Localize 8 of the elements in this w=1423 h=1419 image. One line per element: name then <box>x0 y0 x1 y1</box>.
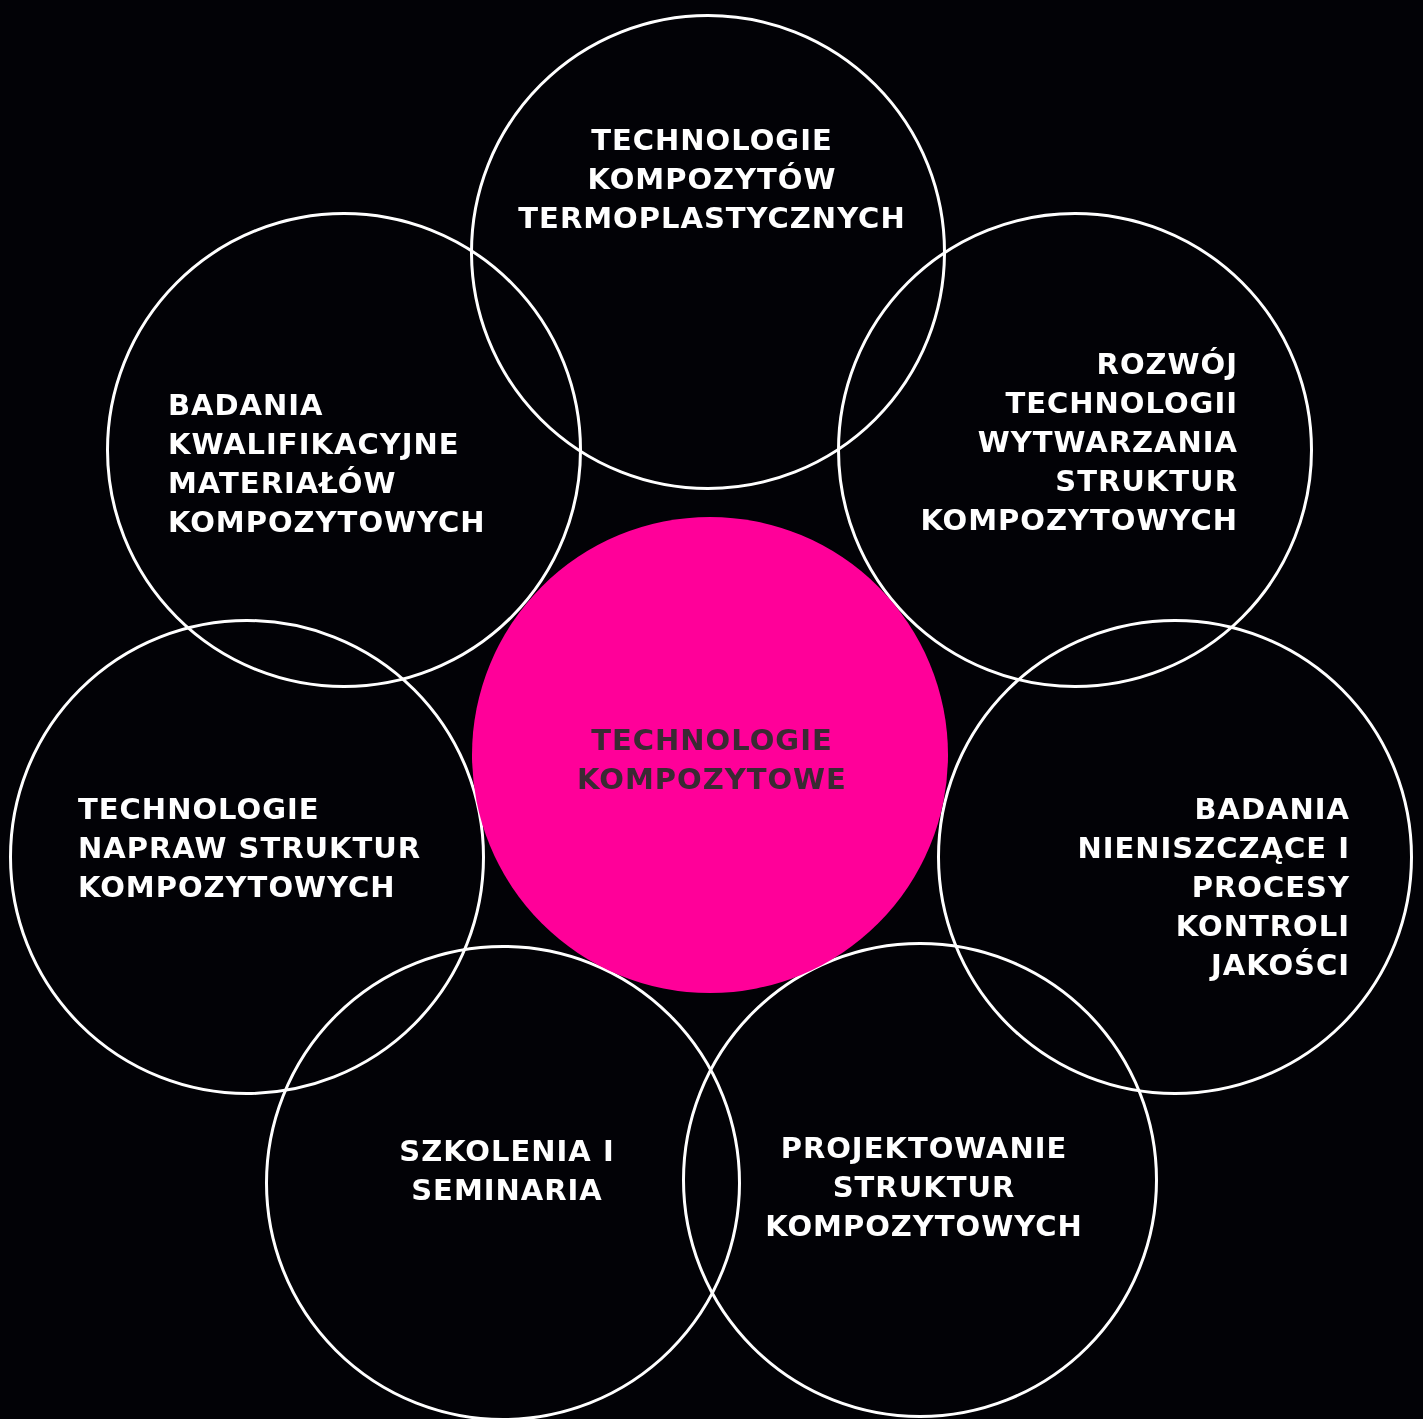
circle-label: PROJEKTOWANIE STRUKTUR KOMPOZYTOWYCH <box>764 1130 1084 1245</box>
circle-label: BADANIA NIENISZCZĄCE I PROCESY KONTROLI JAKOŚCI <box>1076 791 1350 984</box>
circle-label: TECHNOLOGIE KOMPOZYTÓW TERMOPLASTYCZNYCH <box>517 122 907 237</box>
circle-label: TECHNOLOGIE KOMPOZYTOWE <box>576 722 848 798</box>
circle-label: ROZWÓJ TECHNOLOGII WYTWARZANIA STRUKTUR KOMPOZYTOWYCH <box>919 346 1238 539</box>
circle-label: SZKOLENIA I SEMINARIA <box>398 1133 616 1209</box>
circle-label: TECHNOLOGIE NAPRAW STRUKTUR KOMPOZYTOWYCH <box>78 791 423 906</box>
circle-label: BADANIA KWALIFIKACYJNE MATERIAŁÓW KOMPOZYTOWYCH <box>168 387 487 541</box>
